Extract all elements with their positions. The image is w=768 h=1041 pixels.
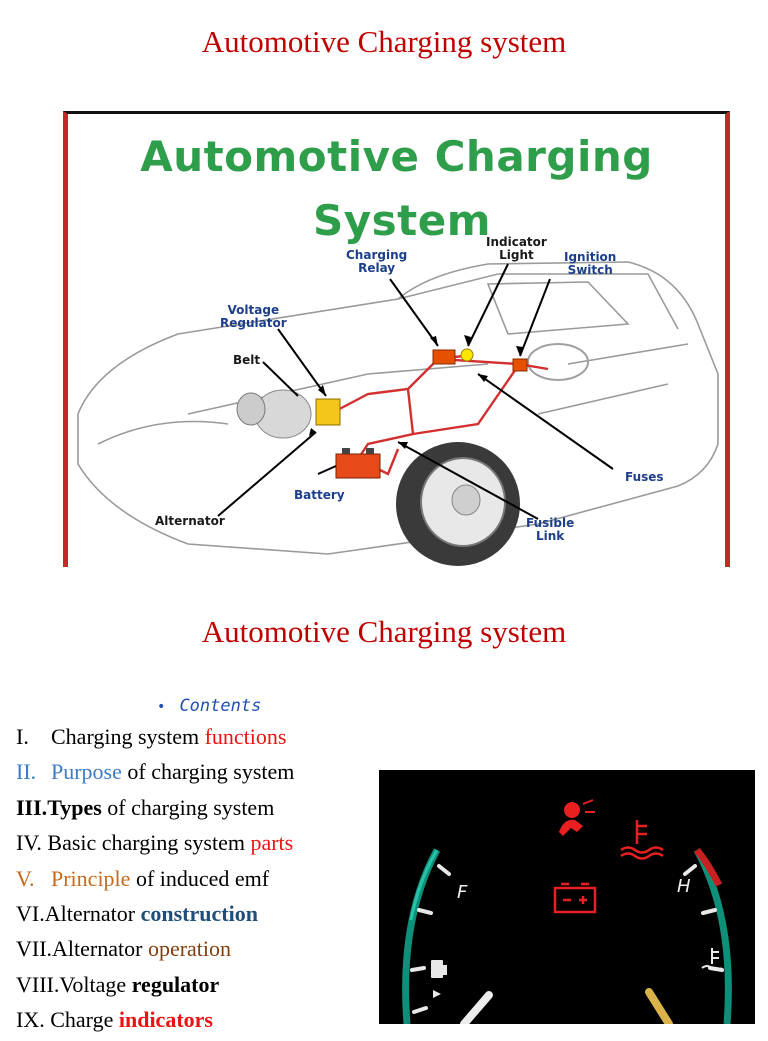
contents-slide-title: Automotive Charging system (201, 614, 567, 649)
airbag-warning-icon (559, 799, 595, 836)
label-battery: Battery (294, 488, 345, 502)
label-belt: Belt (233, 353, 261, 367)
label-fusible-link: Fusible Link (526, 516, 575, 543)
list-item: III.Types of charging system (16, 794, 275, 820)
label-ignition-switch: Ignition Switch (564, 250, 617, 277)
diagram-title-line-1: Automotive Charging (140, 132, 653, 181)
coolant-temp-warning-icon (620, 820, 664, 860)
list-item: IX. Charge indicators (16, 1007, 213, 1033)
alternator-part (236, 389, 341, 439)
ignition-switch-part (512, 358, 528, 372)
fuel-pump-icon (431, 960, 447, 978)
fuel-full-mark: F (457, 882, 468, 903)
contents-list: I.Charging system functions II.Purpose o… (16, 722, 294, 1041)
list-item: VI.Alternator construction (16, 900, 258, 926)
label-charging-relay: Charging Relay (346, 248, 408, 275)
instrument-cluster: F H (379, 770, 755, 1024)
coolant-temp-icon-small (701, 948, 723, 971)
wheel (396, 442, 520, 566)
charging-system-diagram: Automotive Charging System Charging Rela… (63, 111, 730, 567)
list-item: VIII.Voltage regulator (16, 971, 220, 997)
temp-needle (645, 988, 673, 1024)
list-item: VII.Alternator operation (16, 936, 232, 962)
temp-hot-mark: H (677, 876, 691, 897)
dashboard-photo: F H (379, 770, 755, 1024)
bullet-icon: • (157, 699, 166, 715)
label-alternator: Alternator (155, 514, 225, 528)
diagram-title-line-2: System (313, 196, 491, 245)
indicator-light-part (460, 348, 474, 362)
charging-relay-part (432, 349, 456, 365)
list-item: IV. Basic charging system parts (16, 830, 294, 856)
label-voltage-regulator: Voltage Regulator (220, 303, 287, 330)
battery-part (335, 448, 381, 479)
contents-heading: • Contents (157, 696, 261, 716)
fuel-needle (460, 991, 493, 1024)
list-item: II.Purpose of charging system (16, 759, 295, 785)
label-indicator-light: Indicator Light (486, 235, 547, 262)
label-fuses: Fuses (625, 470, 664, 484)
slide-title: Automotive Charging system (201, 24, 567, 59)
list-item: I.Charging system functions (16, 724, 287, 749)
battery-warning-icon (553, 882, 597, 914)
contents-heading-text: Contents (179, 696, 262, 716)
car-illustration (77, 261, 719, 566)
list-item: V.Principle of induced emf (16, 865, 270, 891)
